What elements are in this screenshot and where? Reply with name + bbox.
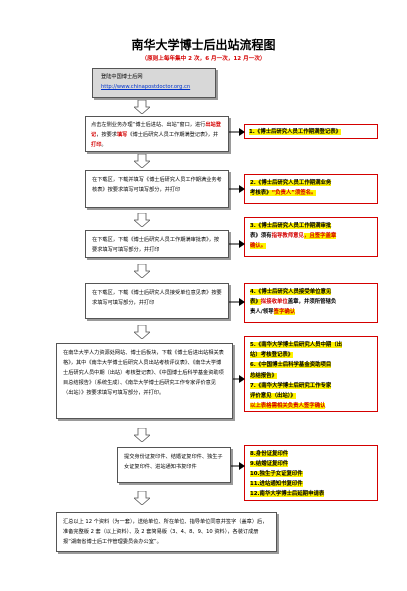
note-5-line-3: 6.《中国博士后科学基金资助项目	[250, 362, 332, 369]
down-arrow-4	[134, 264, 150, 278]
note-2-signature: 须签名。	[294, 190, 317, 196]
step-4-text: 在下载区，下载《博士后研究人员工作期满审批表》，按要求填写可填写部分，并打印	[92, 237, 220, 253]
step-6-text: 在南华大学人力资源处网站、博士后板块，下载《博士后进出站相关表格》，其中《南华大…	[63, 350, 224, 396]
note-3-sign: ，且签字盖章	[303, 233, 337, 239]
step-4-box: 在下载区，下载《博士后研究人员工作期满审批表》，按要求填写可填写部分，并打印	[85, 230, 229, 258]
note-4-line-4: 责人/领导	[250, 309, 274, 315]
down-arrow-3	[134, 213, 150, 227]
page-title: 南华大学博士后出站流程图	[131, 38, 276, 52]
note-3-confirm: 确认。	[250, 243, 267, 249]
step-3-box: 在下载区，下载并填写《博士后研究人员工作期满业务考核表》按要求填写可填写部分，并…	[85, 170, 229, 208]
note-3-advisor: 指导教师意见	[271, 233, 304, 239]
step-2-box: 点击左侧业务办理“博士后进站、出站”窗口，进行出站登记，按要求填写《博士后研究人…	[85, 116, 229, 152]
note-4: 4.《博士后研究人员接受单位意见 表》拟接收单位盖章，并须所管辖负 责人/领导签…	[244, 283, 378, 323]
note-4-line-1: 4.《博士后研究人员接受单位意见	[250, 289, 332, 295]
note-6-line-2: 9.结婚证复印件	[250, 461, 289, 467]
down-arrow-2	[134, 154, 150, 168]
down-arrow-6	[134, 428, 150, 442]
note-4-unit: 拟接收单位	[260, 299, 288, 305]
right-arrow-3	[229, 240, 245, 248]
step-1-text: 登陆中国博士后网	[101, 74, 143, 80]
note-6-line-5: 12.南华大学博士后延期申请表	[250, 491, 325, 497]
note-1-line: 1.《博士后研究人员工作期满登记表》	[249, 129, 342, 135]
note-2-line-1: 2.《博士后研究人员工作期满业务	[250, 180, 332, 186]
step-2-fill: 填写	[116, 132, 128, 138]
note-5: 5.《南华大学博士后研究人员中期（出 站）考核登记表》 6.《中国博士后科学基金…	[244, 336, 378, 412]
note-5-line-2: 站）考核登记表》	[250, 352, 294, 359]
note-5-line-4: 总结报告》	[250, 372, 277, 379]
note-3: 3.《博士后研究人员工作期满审批 表》须有指导教师意见，且签字盖章 确认。	[244, 217, 378, 257]
note-4-sign: 签字确认	[273, 309, 296, 315]
step-3-text: 在下载区，下载并填写《博士后研究人员工作期满业务考核表》按要求填写可填写部分，并…	[92, 177, 222, 193]
right-arrow-5	[233, 375, 245, 383]
step-2-text-b: ，按要求	[96, 132, 117, 138]
note-2-responsible: “负责人”	[271, 190, 295, 196]
down-arrow-5	[134, 325, 150, 339]
step-2-print: 打印	[91, 142, 102, 148]
step-2-text-c: 《博士后研究人员工作期满登记表》，并	[127, 132, 219, 138]
right-arrow-6	[231, 462, 245, 470]
step-8-box: 汇总以上 12 个资料（为一套），送给单位、所在单位、指导单位同意并签字（盖章）…	[56, 512, 277, 552]
step-2-text-a: 点击左侧业务办理“博士后进站、出站”窗口，进行	[91, 122, 206, 128]
note-6-line-4: 11.进站通知书复印件	[250, 481, 303, 487]
note-4-line-3: 盖章，并须所管辖负	[287, 299, 337, 305]
step-1-box: 登陆中国博士后网 http://www.chinapostdoctor.org.…	[92, 68, 216, 98]
chinapostdoctor-link[interactable]: http://www.chinapostdoctor.org.cn	[101, 84, 191, 90]
step-2-exit-registration: 出站登记	[91, 122, 221, 138]
note-6-line-3: 10.独生子女证复印件	[250, 471, 303, 477]
step-7-box: 提交身份证复印件、结婚证复印件、独生子女证复印件、进站通知书复印件	[117, 447, 231, 483]
note-6-line-1: 8.身份证复印件	[250, 451, 289, 457]
down-arrow-1	[134, 100, 150, 114]
right-arrow-1	[229, 128, 245, 136]
step-6-box: 在南华大学人力资源处网站、博士后板块，下载《博士后进出站相关表格》，其中《南华大…	[56, 343, 233, 419]
note-2-line-2: 考核表》	[250, 190, 272, 196]
step-5-text: 在下载区，下载《博士后研究人员接受单位意见表》按要求填写可填写部分，并打印	[92, 290, 222, 306]
note-1: 1.《博士后研究人员工作期满登记表》	[244, 124, 378, 139]
page-subtitle: （原则上每年集中 2 次，6 月一次，12 月一次）	[141, 56, 266, 62]
step-7-text: 提交身份证复印件、结婚证复印件、独生子女证复印件、进站通知书复印件	[124, 454, 223, 470]
right-arrow-2	[229, 185, 245, 193]
step-2-text-d: 。	[101, 142, 107, 148]
note-2: 2.《博士后研究人员工作期满业务 考核表》“负责人”须签名。	[244, 174, 378, 204]
step-5-box: 在下载区，下载《博士后研究人员接受单位意见表》按要求填写可填写部分，并打印	[85, 283, 229, 319]
note-6: 8.身份证复印件 9.结婚证复印件 10.独生子女证复印件 11.进站通知书复印…	[244, 445, 378, 501]
note-5-line-5: 7.《南华大学博士后研究工作专家	[250, 382, 332, 389]
note-3-line-1: 3.《博士后研究人员工作期满审批	[250, 223, 332, 229]
note-5-line-1: 5.《南华大学博士后研究人员中期（出	[250, 342, 343, 348]
note-5-line-6: 评价意见（出站）》	[250, 393, 296, 400]
down-arrow-7	[134, 491, 150, 505]
note-3-line-2: 表》须有	[250, 233, 272, 239]
note-5-line-7: 以上表格需相关负责人签字确认	[250, 403, 326, 410]
right-arrow-4	[229, 298, 245, 306]
note-4-line-2: 表》	[250, 299, 261, 305]
step-8-text: 汇总以上 12 个资料（为一套），送给单位、所在单位、指导单位同意并签字（盖章）…	[63, 519, 268, 545]
